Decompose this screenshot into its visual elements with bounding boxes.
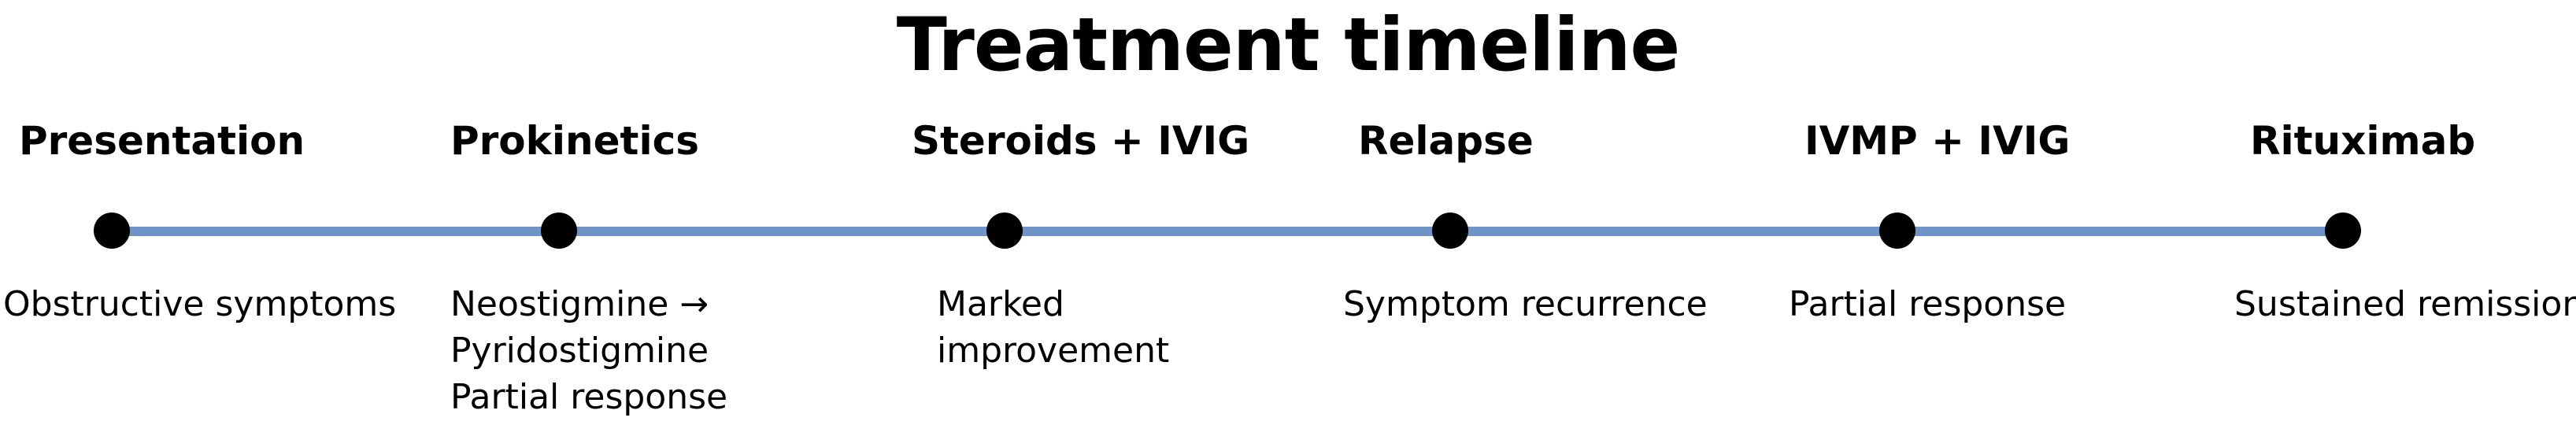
- diagram-title: Treatment timeline: [896, 2, 1681, 88]
- milestone-description-prokinetics: Neostigmine → Pyridostigmine Partial res…: [450, 281, 727, 420]
- timeline-node-relapse: [1432, 213, 1468, 249]
- milestone-heading-presentation: Presentation: [19, 118, 305, 164]
- milestone-heading-relapse: Relapse: [1358, 118, 1534, 164]
- timeline-axis: [110, 227, 2341, 236]
- milestone-description-line: Symptom recurrence: [1343, 284, 1708, 324]
- timeline-node-prokinetics: [541, 213, 577, 249]
- milestone-description-line: Neostigmine →: [450, 284, 709, 324]
- timeline-node-steroids-ivig: [986, 213, 1023, 249]
- milestone-description-line: improvement: [937, 331, 1170, 371]
- milestone-description-line: Pyridostigmine: [450, 331, 709, 371]
- milestone-description-line: Marked: [937, 284, 1064, 324]
- milestone-description-line: Obstructive symptoms: [3, 284, 397, 324]
- milestone-heading-ivmp-ivig: IVMP + IVIG: [1804, 118, 2071, 164]
- milestone-heading-steroids-ivig: Steroids + IVIG: [912, 118, 1250, 164]
- milestone-description-line: Partial response: [1789, 284, 2067, 324]
- timeline-node-rituximab: [2325, 213, 2361, 249]
- milestone-heading-rituximab: Rituximab: [2250, 118, 2476, 164]
- milestone-description-rituximab: Sustained remission: [2234, 281, 2576, 327]
- milestone-description-steroids-ivig: Marked improvement: [937, 281, 1169, 374]
- milestone-description-presentation: Obstructive symptoms: [3, 281, 396, 327]
- timeline-node-ivmp-ivig: [1879, 213, 1915, 249]
- milestone-description-line: Partial response: [450, 377, 728, 417]
- milestone-description-ivmp-ivig: Partial response: [1789, 281, 2066, 327]
- timeline-node-presentation: [94, 213, 130, 249]
- milestone-description-relapse: Symptom recurrence: [1343, 281, 1708, 327]
- milestone-heading-prokinetics: Prokinetics: [450, 118, 699, 164]
- milestone-description-line: Sustained remission: [2234, 284, 2576, 324]
